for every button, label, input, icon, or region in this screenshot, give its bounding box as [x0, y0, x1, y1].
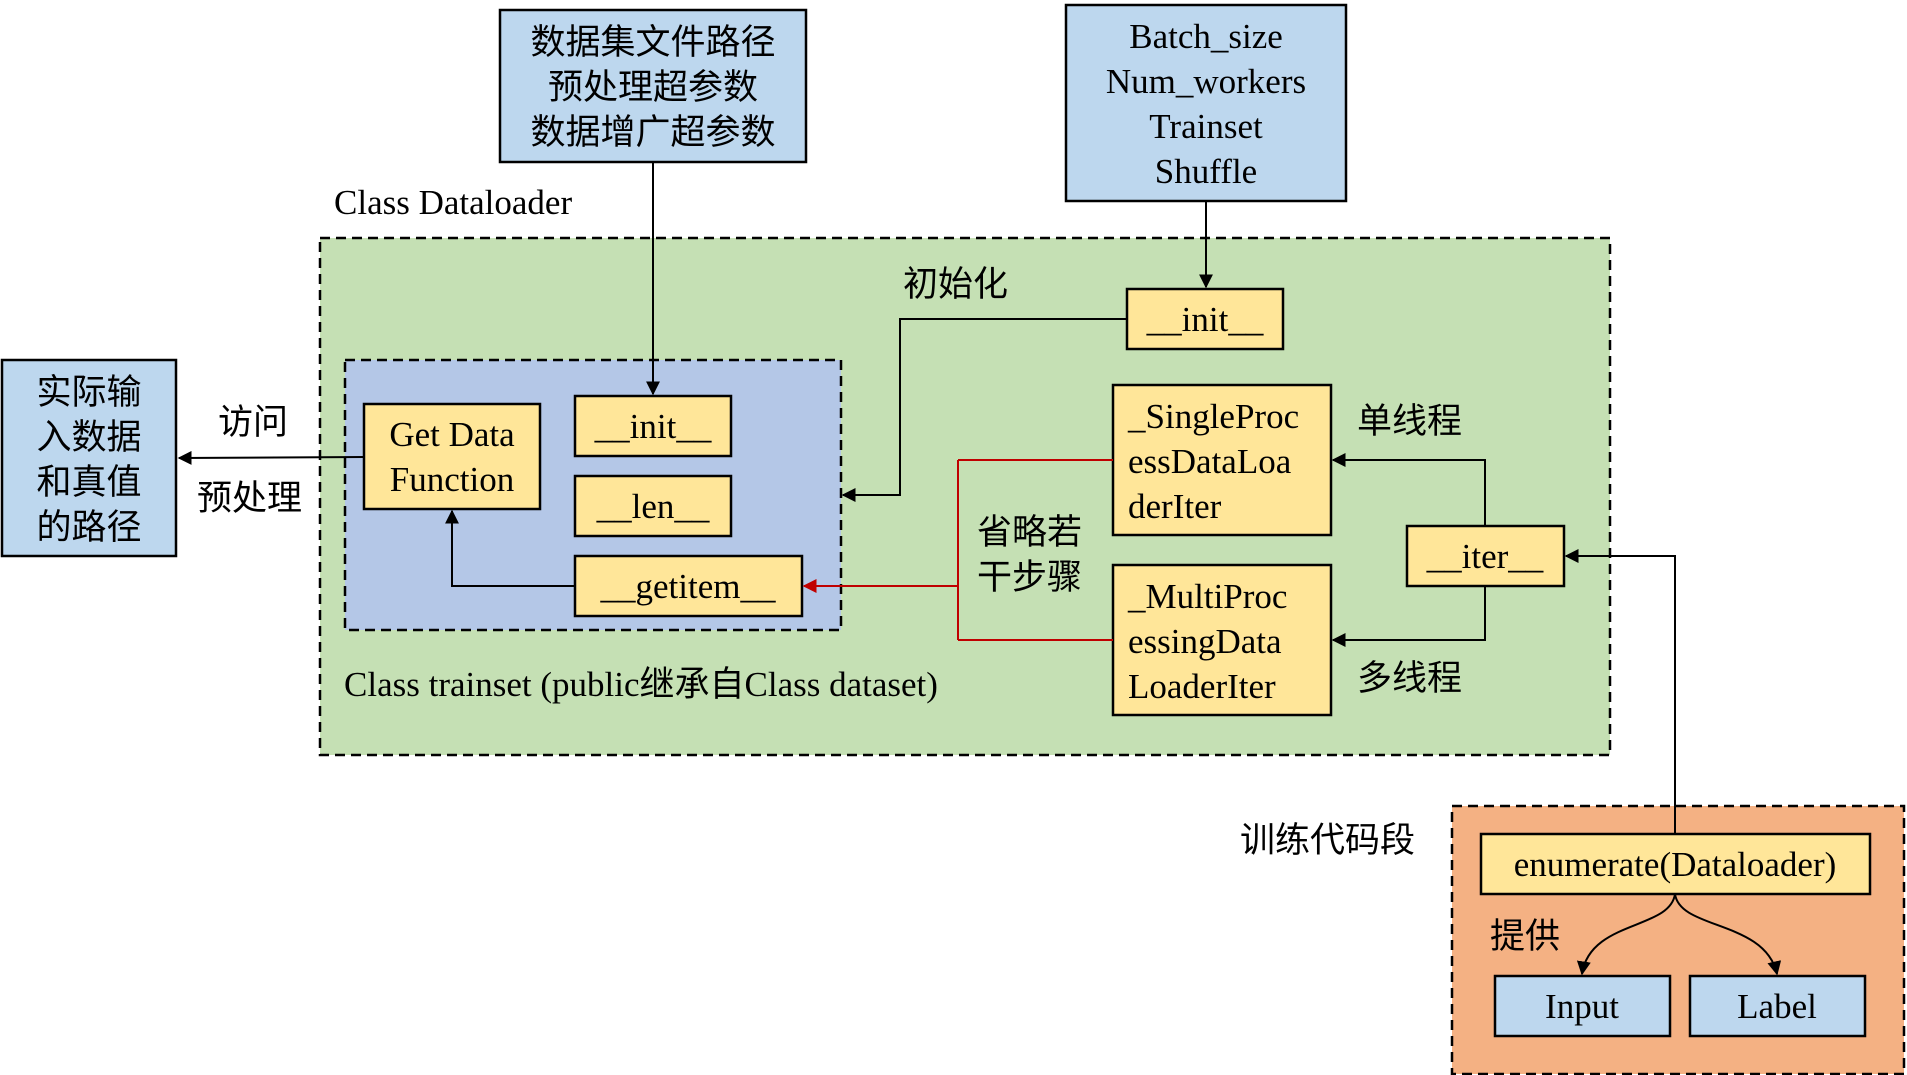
- provide-label: 提供: [1490, 917, 1560, 956]
- multi-thread-label: 多线程: [1357, 659, 1462, 698]
- access-label: 访问: [218, 403, 288, 442]
- multi-iter-line-1: _MultiProc: [1127, 577, 1287, 616]
- skip-steps-line-1: 省略若: [977, 513, 1082, 552]
- preprocess-label: 预处理: [197, 479, 302, 518]
- training-title: 训练代码段: [1240, 821, 1415, 860]
- params-line-2: 预处理超参数: [548, 68, 758, 107]
- arrow-enumerate-to-input: [1576, 893, 1676, 976]
- arrow-enumerate-to-iter: [1564, 549, 1676, 834]
- iter-text: __iter__: [1426, 537, 1544, 576]
- dataloader-init-text: __init__: [1146, 300, 1264, 339]
- single-iter-line-1: _SingleProc: [1127, 397, 1299, 436]
- dataset-len-box: [573, 474, 733, 538]
- single-iter-line-3: derIter: [1128, 487, 1222, 526]
- input-text: Input: [1545, 987, 1619, 1026]
- arrow-init-to-dataset: [841, 318, 1127, 502]
- dataset-init-box: [573, 394, 733, 458]
- label-box: [1688, 974, 1867, 1038]
- getitem-box: [573, 554, 804, 618]
- enumerate-text: enumerate(Dataloader): [1514, 845, 1837, 884]
- loader-param-shuffle: Shuffle: [1155, 152, 1257, 191]
- loader-param-num-workers: Num_workers: [1106, 62, 1306, 101]
- single-iter-line-2: essDataLoa: [1128, 442, 1292, 481]
- arrow-enumerate-to-label: [1674, 893, 1782, 976]
- loader-params-box: [1064, 3, 1348, 203]
- data-path-line-1: 实际输: [36, 373, 141, 412]
- data-path-line-2: 入数据: [36, 418, 141, 457]
- loader-param-batch-size: Batch_size: [1129, 17, 1283, 56]
- arrow-get-data-to-path: [177, 450, 365, 465]
- input-box: [1493, 974, 1672, 1038]
- getitem-text: __getitem__: [600, 567, 776, 606]
- arrow-iter-to-single: [1331, 453, 1486, 526]
- arrow-iter-to-multi: [1331, 586, 1486, 647]
- iter-box: [1405, 524, 1566, 588]
- get-data-function-line-2: Function: [390, 460, 514, 499]
- params-line-3: 数据增广超参数: [530, 113, 775, 152]
- data-path-line-3: 和真值: [36, 463, 141, 502]
- get-data-function-box: [362, 402, 542, 511]
- data-path-line-4: 的路径: [36, 508, 141, 547]
- arrow-getitem-to-get-data: [445, 509, 575, 587]
- params-box: [498, 8, 808, 164]
- skip-steps-line-2: 干步骤: [977, 558, 1082, 597]
- multi-iter-line-3: LoaderIter: [1128, 667, 1276, 706]
- data-path-box: [0, 358, 178, 558]
- get-data-function-line-1: Get Data: [389, 415, 515, 454]
- dataloader-init-box: [1125, 287, 1285, 351]
- multi-iter-box: [1111, 563, 1333, 717]
- dataset-len-text: __len__: [596, 487, 710, 526]
- label-text: Label: [1737, 987, 1817, 1026]
- dataloader-title: Class Dataloader: [334, 183, 572, 222]
- single-iter-box: [1111, 383, 1333, 537]
- single-thread-label: 单线程: [1357, 402, 1462, 441]
- multi-iter-line-2: essingData: [1128, 622, 1282, 661]
- loader-param-trainset: Trainset: [1149, 107, 1263, 146]
- params-line-1: 数据集文件路径: [530, 23, 775, 62]
- dataset-title: Class trainset (public继承自Class dataset): [344, 665, 938, 704]
- init-label: 初始化: [903, 265, 1008, 304]
- dataset-init-text: __init__: [594, 407, 712, 446]
